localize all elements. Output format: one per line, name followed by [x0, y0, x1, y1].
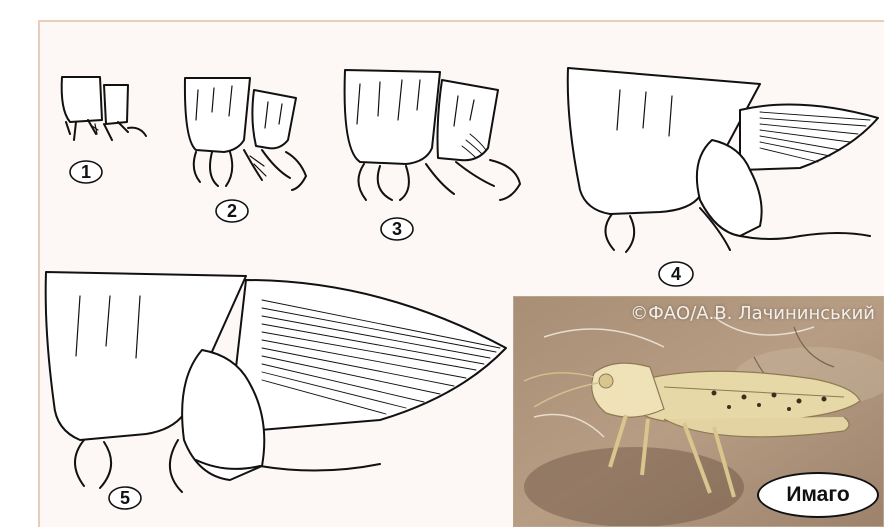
photo-credit: ©ФАО/А.В. Лачининський — [630, 303, 875, 324]
stage-3-number: 3 — [392, 219, 402, 239]
stage-5-drawing — [46, 272, 506, 492]
stage-1-number: 1 — [81, 162, 91, 182]
stage-2-number: 2 — [227, 201, 237, 221]
stage-2-drawing — [185, 78, 306, 190]
imago-badge: Имаго — [757, 472, 879, 518]
stage-2-label: 2 — [216, 200, 248, 222]
stage-1-label: 1 — [70, 161, 102, 183]
stage-3-drawing — [345, 70, 520, 200]
stage-5-label: 5 — [109, 487, 141, 509]
stage-5-number: 5 — [120, 488, 130, 508]
adult-locust-photo: ©ФАО/А.В. Лачининський Имаго — [513, 296, 884, 527]
stage-3-label: 3 — [381, 218, 413, 240]
stage-4-number: 4 — [671, 264, 681, 284]
stage-1-drawing — [62, 77, 146, 140]
stage-4-label: 4 — [659, 262, 693, 286]
stage-4-drawing — [568, 68, 878, 252]
